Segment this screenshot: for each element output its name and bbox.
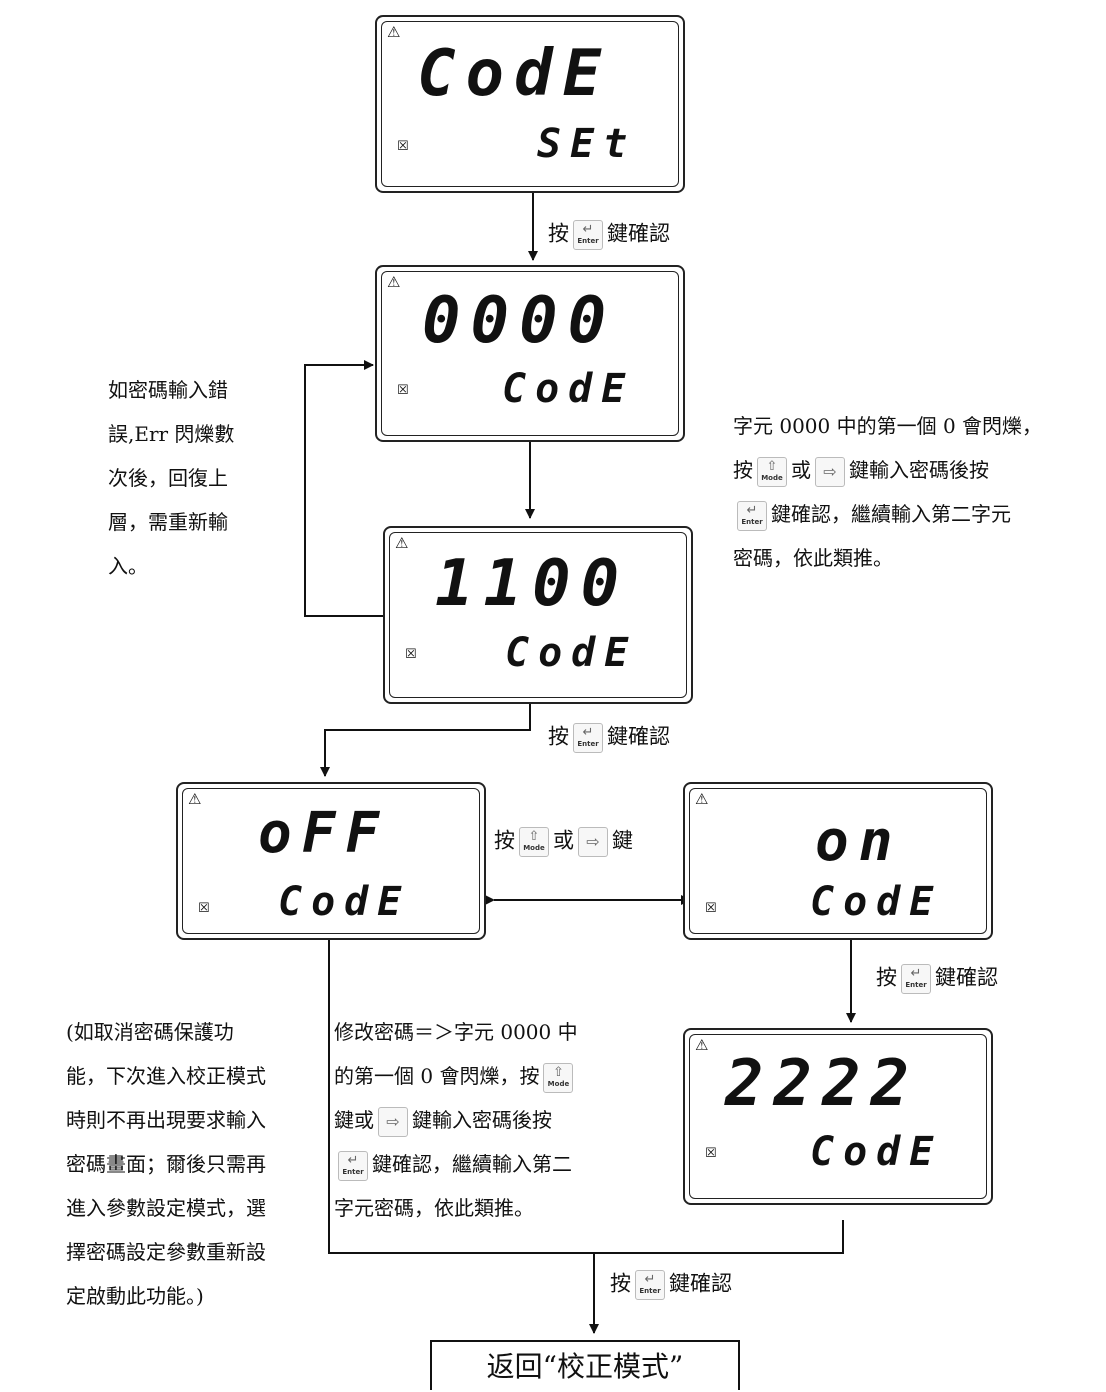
warning-icon: ⚠ [387, 23, 401, 41]
mode-key-icon: ⇧Mode [543, 1062, 574, 1093]
lcd-main-text: 1100 [435, 547, 630, 621]
warning-icon: ⚠ [695, 790, 709, 808]
right-arrow-key-icon: ⇨ [378, 1106, 408, 1137]
lcd-code-set: ⚠ CodE ☒ SEt [375, 15, 685, 193]
lcd-main-text: 0000 [422, 284, 617, 358]
lcd-main-text: oFF [258, 801, 390, 866]
warning-icon: ⚠ [188, 790, 202, 808]
return-calibration-mode-box: 返回“校正模式” [430, 1340, 740, 1390]
right-arrow-key-icon: ⇨ [578, 827, 608, 857]
lcd-code-1100: ⚠ 1100 ☒ CodE [383, 526, 693, 704]
right-arrow-key-icon: ⇨ [815, 456, 845, 487]
lcd-code-on: ⚠ on ☒ CodE [683, 782, 993, 940]
mode-key-icon: ⇧Mode [757, 456, 787, 487]
beaker-icon: ☒ [705, 901, 717, 916]
lcd-sub-text: SEt [537, 121, 637, 167]
lcd-main-text: on [815, 809, 903, 874]
warning-icon: ⚠ [395, 534, 409, 552]
enter-key-icon: ↵Enter [338, 1150, 368, 1181]
enter-key-icon: ↵Enter [573, 723, 603, 753]
lcd-sub-text: CodE [502, 366, 635, 412]
beaker-icon: ☒ [198, 901, 210, 916]
merge-line [328, 940, 844, 1254]
lcd-sub-text: CodE [810, 879, 943, 925]
arrow-digits-to-off [320, 704, 531, 777]
error-return-path [304, 360, 383, 617]
note-error-retry: 如密碼輸入錯 誤,Err 閃爍數 次後，回復上 層，需重新輸 入。 [108, 378, 235, 578]
beaker-icon: ☒ [397, 139, 409, 154]
beaker-icon: ☒ [705, 1146, 717, 1161]
note-cancel-password: (如取消密碼保護功 能，下次進入校正模式 時則不再出現要求輸入 密碼畫面；爾後只… [66, 1020, 266, 1308]
beaker-icon: ☒ [405, 647, 417, 662]
lcd-sub-text: CodE [810, 1129, 943, 1175]
warning-icon: ⚠ [387, 273, 401, 291]
enter-key-icon: ↵Enter [901, 964, 931, 994]
enter-key-icon: ↵Enter [737, 500, 767, 531]
lcd-main-text: 2222 [725, 1047, 920, 1121]
enter-key-icon: ↵Enter [573, 220, 603, 250]
lcd-code-off: ⚠ oFF ☒ CodE [176, 782, 486, 940]
lcd-sub-text: CodE [278, 879, 411, 925]
warning-icon: ⚠ [695, 1036, 709, 1054]
lcd-main-text: CodE [417, 37, 612, 111]
lcd-code-2222: ⚠ 2222 ☒ CodE [683, 1028, 993, 1205]
beaker-icon: ☒ [397, 383, 409, 398]
note-modify-password: 修改密碼＝＞字元 0000 中 的第一個 0 會閃爍，按⇧Mode 鍵或⇨鍵輸入… [334, 1020, 578, 1220]
mode-key-icon: ⇧Mode [519, 827, 549, 857]
enter-key-icon: ↵Enter [635, 1270, 665, 1300]
lcd-code-0000: ⚠ 0000 ☒ CodE [375, 265, 685, 442]
lcd-sub-text: CodE [505, 630, 638, 676]
